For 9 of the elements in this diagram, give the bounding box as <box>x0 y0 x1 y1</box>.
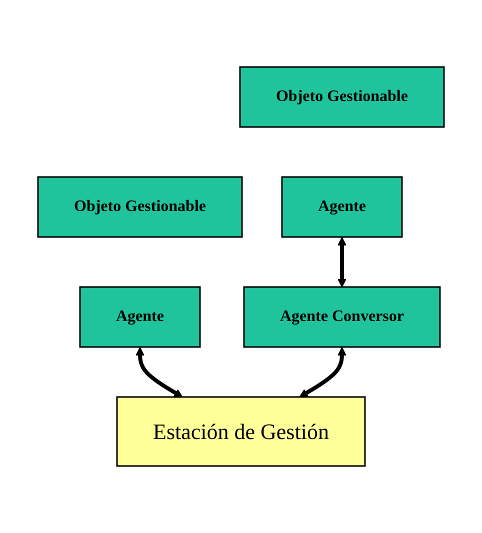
node-box: Agente <box>79 286 201 348</box>
arrow <box>338 237 346 288</box>
node-box: Objeto Gestionable <box>239 66 445 128</box>
node-box: Agente Conversor <box>243 286 441 348</box>
arrow <box>299 347 346 398</box>
node-box: Estación de Gestión <box>116 396 366 467</box>
node-box: Agente <box>281 176 403 238</box>
arrow <box>136 347 183 398</box>
node-box: Objeto Gestionable <box>37 176 243 238</box>
